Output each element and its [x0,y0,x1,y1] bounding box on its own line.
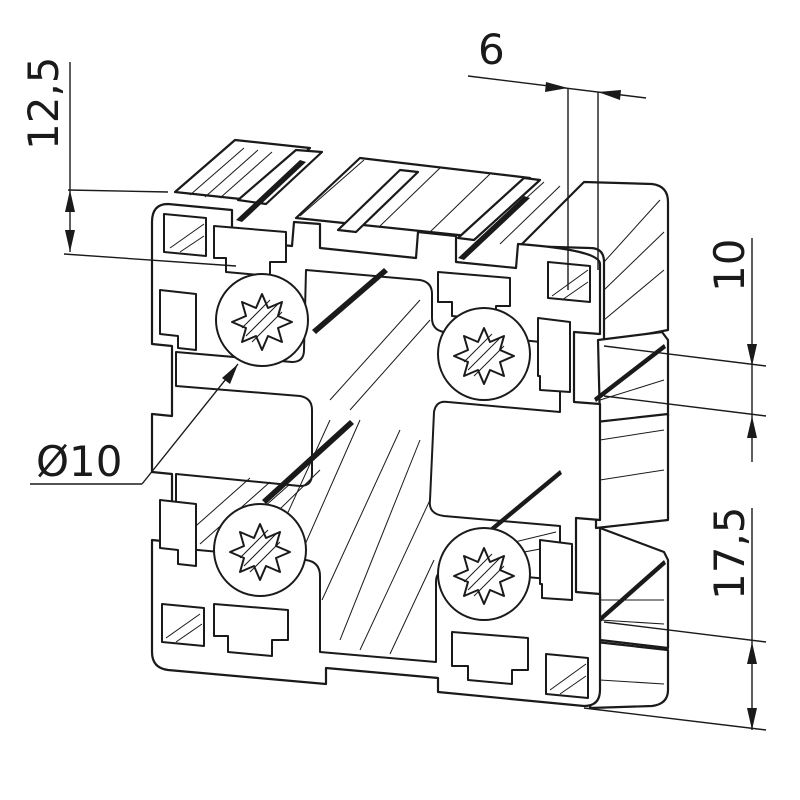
core-bore-top-right [437,307,531,401]
dimension-slot-width: 6 [467,25,647,290]
dimension-bore-diameter: Ø10 [30,363,239,486]
extrusion-depth [173,138,670,710]
corner-cavity-top-right [547,261,591,303]
corner-cavity-bottom-left [161,603,205,647]
corner-cavity-bottom-right [545,653,589,699]
core-bore-bottom-left [213,503,307,597]
label-slot-opening: 10 [705,239,754,292]
profile-cross-section [150,202,602,708]
label-slot-width: 6 [478,25,505,74]
label-slot-offset: 17,5 [705,506,754,600]
dimension-slot-depth: 12,5 [19,56,237,267]
core-bore-bottom-right [437,527,531,621]
core-bore-top-left [215,273,309,367]
label-slot-depth: 12,5 [19,56,68,150]
corner-cavity-top-left [163,213,207,257]
dimension-slot-offset: 17,5 [583,506,767,731]
label-bore-diameter: Ø10 [36,437,123,486]
dimension-slot-opening: 10 [603,238,767,462]
